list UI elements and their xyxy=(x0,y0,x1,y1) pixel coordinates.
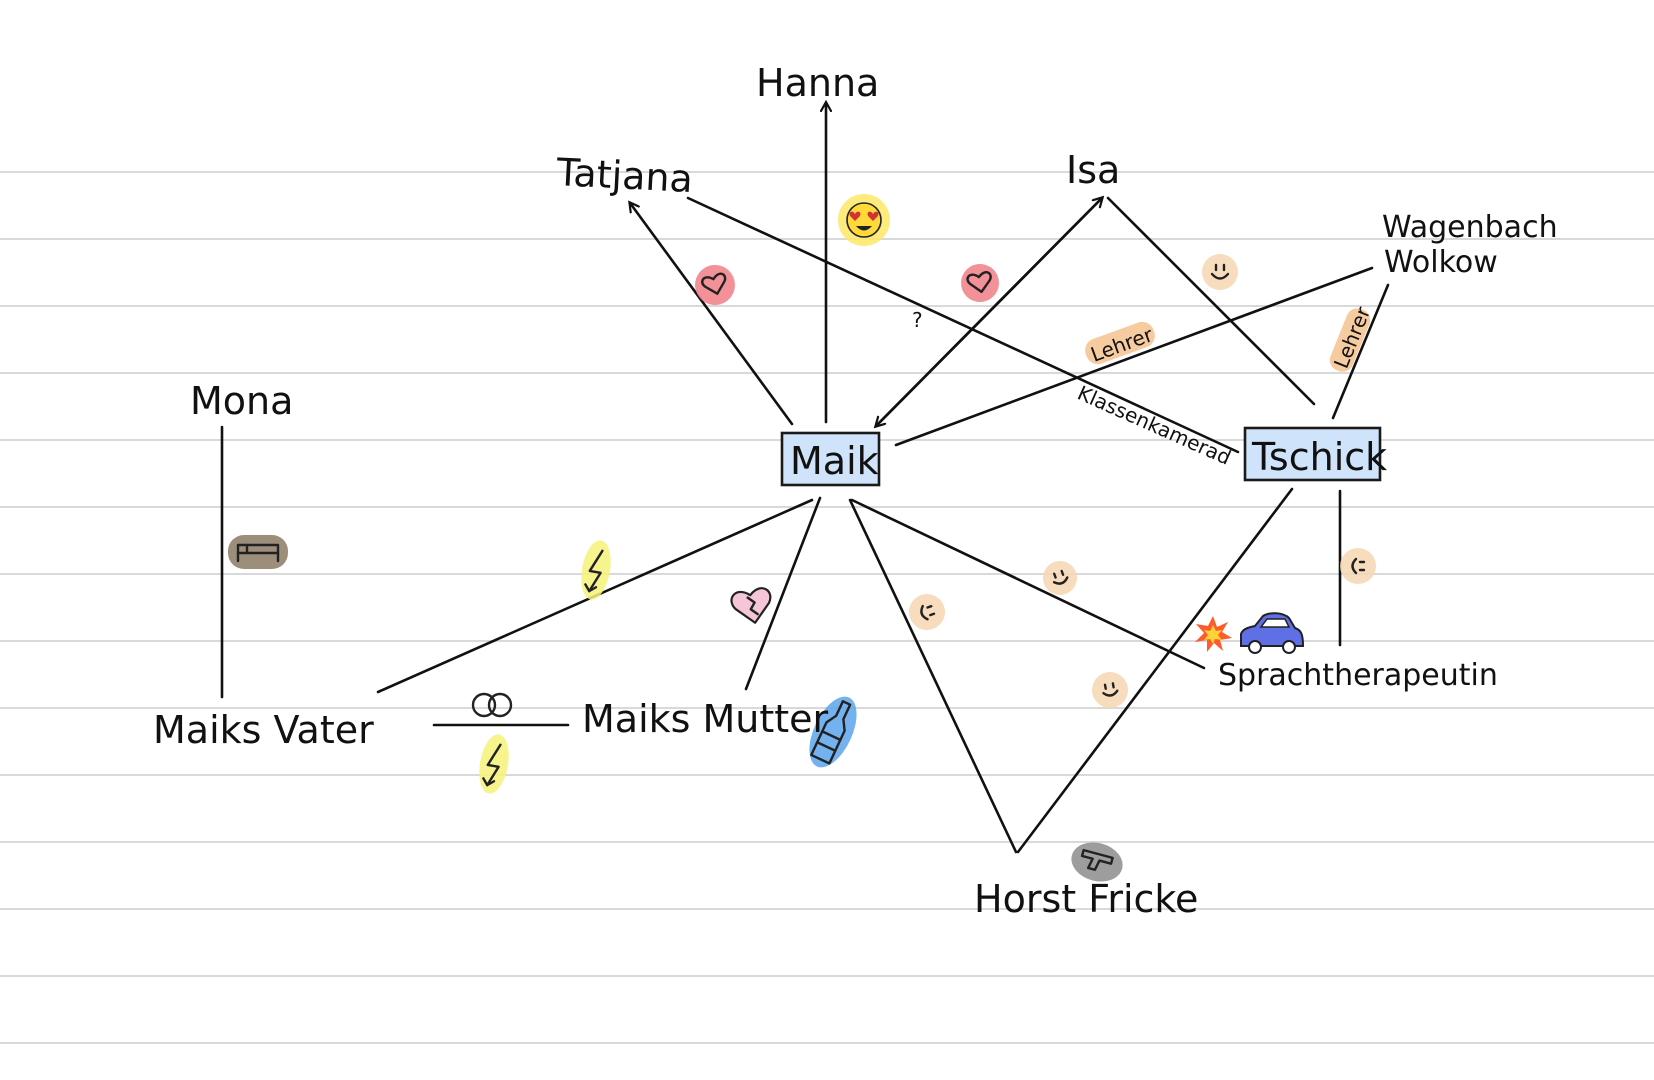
edge-isa-tschick xyxy=(1106,196,1316,406)
explosion-icon xyxy=(1195,616,1232,652)
edge-maik-wolkow xyxy=(894,266,1374,447)
node-sprachtherapeutin: Sprachtherapeutin xyxy=(1218,658,1498,693)
edge-maik-mutter xyxy=(744,496,822,691)
icons xyxy=(228,194,1376,882)
smiley-icon xyxy=(1092,672,1128,708)
node-horst-fricke: Horst Fricke xyxy=(974,877,1198,921)
bed-icon xyxy=(228,535,288,569)
edge-maik-horst xyxy=(848,498,1018,854)
edge-maik-tatjana xyxy=(630,203,794,426)
edge-label-lehrer-tschick: Lehrer xyxy=(1329,303,1376,372)
node-labels: Hanna Tatjana Isa Wagenbach Wolkow Mona … xyxy=(153,61,1558,921)
edge-label-question: ? xyxy=(912,308,923,332)
lehrer-highlight xyxy=(1085,321,1155,365)
node-maiks-vater: Maiks Vater xyxy=(153,708,374,752)
heart-icon xyxy=(961,264,999,302)
node-wagenbach: Wagenbach xyxy=(1382,210,1558,245)
lightning-icon xyxy=(479,734,509,794)
edges xyxy=(220,103,1390,854)
lightning-icon xyxy=(581,540,611,600)
node-isa: Isa xyxy=(1066,148,1120,192)
heart-eyes-emoji-icon xyxy=(838,194,890,246)
edge-maik-sprach xyxy=(850,498,1206,670)
edge-tschick-horst xyxy=(1016,487,1294,854)
node-tschick: Tschick xyxy=(1251,435,1387,479)
box-tschick[interactable]: Tschick xyxy=(1243,426,1387,482)
smiley-icon xyxy=(1202,254,1238,290)
car-icon xyxy=(1240,612,1305,654)
smiley-icon xyxy=(1340,548,1376,584)
node-wolkow: Wolkow xyxy=(1384,245,1498,280)
smiley-icon xyxy=(909,594,945,630)
broken-heart-icon xyxy=(730,587,772,624)
lehrer-highlight xyxy=(1329,308,1371,372)
heart-icon xyxy=(695,265,735,305)
edge-tatjana-tschick xyxy=(686,196,1240,454)
box-maik[interactable]: Maik xyxy=(780,431,881,487)
node-maiks-mutter: Maiks Mutter xyxy=(582,697,829,741)
node-hanna: Hanna xyxy=(756,61,879,105)
node-maik: Maik xyxy=(790,439,879,483)
wedding-rings-icon xyxy=(471,692,513,718)
edge-label-klassenkamerad: Klassenkamerad xyxy=(1074,381,1235,470)
gun-icon xyxy=(1071,842,1123,882)
edge-tschick-wolkow xyxy=(1331,283,1390,420)
node-mona: Mona xyxy=(190,379,293,423)
smiley-icon xyxy=(1043,561,1077,595)
edge-isa-maik xyxy=(876,196,1104,426)
bottle-icon xyxy=(809,696,857,768)
node-tatjana: Tatjana xyxy=(555,150,694,201)
